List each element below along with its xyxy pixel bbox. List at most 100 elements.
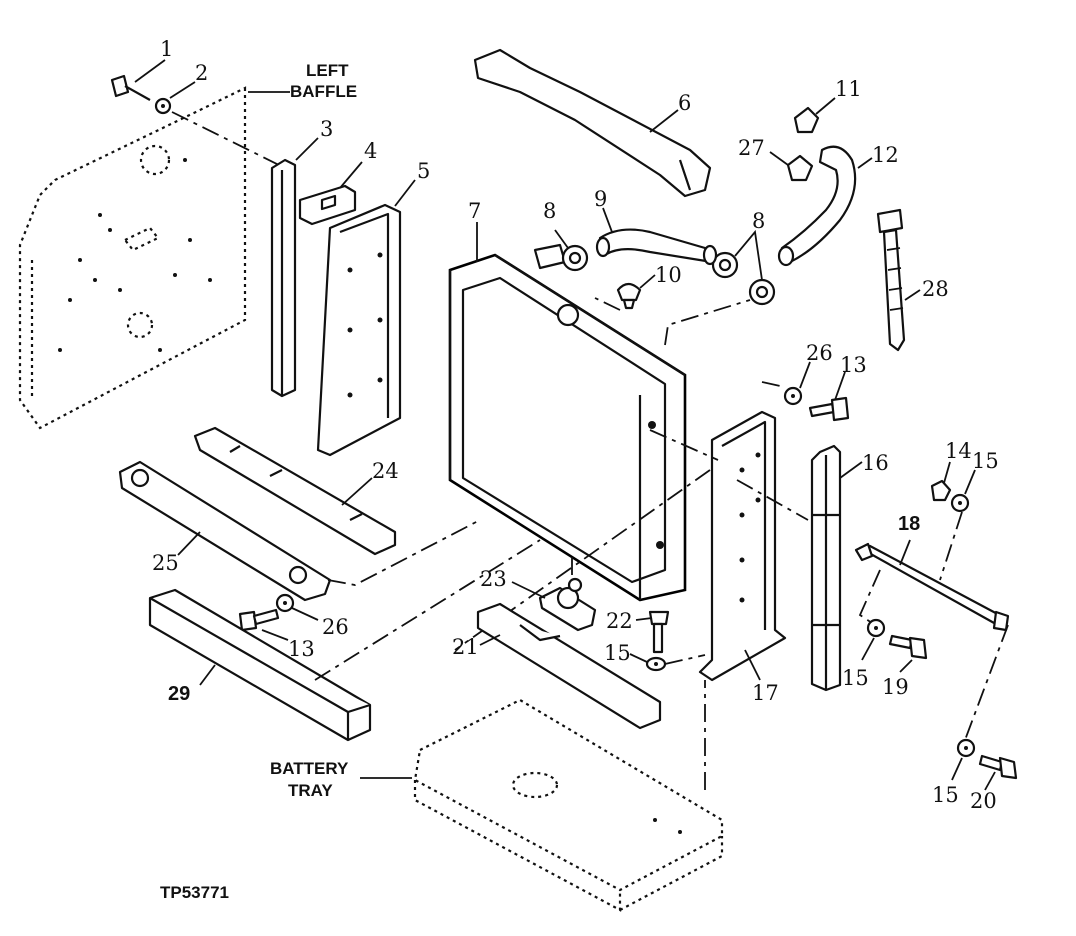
callout-15a: 15 — [972, 449, 999, 473]
leader-8a — [554, 229, 569, 249]
dash-radiator-top — [664, 299, 751, 346]
callout-4: 4 — [364, 139, 377, 163]
callout-25: 25 — [152, 551, 179, 575]
callout-21: 21 — [452, 635, 479, 659]
part-14-nut — [930, 479, 952, 502]
leader-4 — [339, 161, 363, 189]
callout-13b: 13 — [840, 353, 867, 377]
part-3-seal-strip — [270, 158, 297, 398]
leader-24 — [341, 477, 373, 506]
part-6-upper-baffle — [473, 48, 712, 198]
leader-25 — [177, 531, 201, 556]
leader-13b — [834, 371, 846, 401]
left-baffle-caption-1: LEFT — [306, 61, 349, 80]
callout-26b: 26 — [806, 341, 833, 365]
callout-11: 11 — [835, 77, 862, 101]
callout-23: 23 — [480, 567, 507, 591]
part-19-cap-screw — [888, 634, 928, 660]
part-20-cap-screw — [978, 754, 1018, 780]
callout-7: 7 — [468, 199, 481, 223]
callout-2: 2 — [195, 61, 208, 85]
leader-21 — [479, 634, 501, 646]
leader-26a — [291, 607, 319, 621]
dash-15c — [664, 654, 706, 665]
leader-18 — [899, 539, 911, 566]
callout-19: 19 — [882, 675, 909, 699]
leader-1 — [134, 59, 166, 83]
part-15-washer-a — [950, 493, 970, 513]
dash-29-radiator — [314, 539, 541, 681]
leader-14 — [943, 461, 951, 484]
callout-27: 27 — [738, 136, 765, 160]
dash-17-16 — [736, 479, 809, 521]
callout-16: 16 — [862, 451, 889, 475]
battery-tray — [413, 698, 724, 912]
leader-15d — [951, 757, 963, 781]
callout-24: 24 — [372, 459, 399, 483]
leader-16 — [839, 461, 863, 479]
leader-9 — [602, 207, 613, 233]
leader-12 — [857, 157, 873, 169]
part-8-clamp-b — [711, 251, 776, 306]
callout-15c: 15 — [604, 641, 631, 665]
part-13-cap-screw-left — [238, 608, 280, 632]
leader-17 — [744, 649, 761, 681]
part-27-clamp — [786, 154, 814, 182]
leader-15a — [964, 469, 976, 495]
dash-2-3 — [171, 111, 286, 169]
part-10-radiator-cap — [616, 282, 642, 310]
part-24-lower-seal — [193, 426, 397, 556]
part-16-seal-strip — [810, 444, 842, 692]
callout-26a: 26 — [322, 615, 349, 639]
leader-27 — [769, 151, 789, 166]
leader-8b — [734, 229, 763, 281]
part-23-drain-valve — [538, 577, 597, 632]
dash-26 — [761, 381, 781, 387]
callout-28: 28 — [922, 277, 949, 301]
callout-3: 3 — [320, 117, 333, 141]
callout-20: 20 — [970, 789, 997, 813]
callout-5: 5 — [417, 159, 430, 183]
part-21-lower-support — [476, 602, 662, 730]
left-baffle-caption-2: BAFFLE — [290, 82, 357, 101]
callout-14: 14 — [945, 439, 972, 463]
callout-17: 17 — [752, 681, 779, 705]
callout-8b: 8 — [752, 209, 765, 233]
part-13-cap-screw-right — [808, 396, 850, 422]
callout-15b: 15 — [842, 666, 869, 690]
part-22-cap-screw — [648, 610, 670, 654]
leader-26b — [799, 361, 811, 389]
part-9-hose — [595, 228, 718, 266]
callout-12: 12 — [872, 143, 899, 167]
dash-18-15b — [858, 569, 881, 626]
part-11-clamp — [793, 106, 820, 134]
callout-8a: 8 — [543, 199, 556, 223]
callout-1: 1 — [160, 37, 173, 61]
callout-6: 6 — [678, 91, 691, 115]
dash-15-18 — [939, 511, 963, 581]
part-7-radiator — [448, 243, 687, 602]
part-25-lower-bracket — [118, 460, 332, 602]
part-1-cap-screw — [110, 74, 151, 101]
leader-19 — [899, 659, 913, 673]
leader-15b — [861, 637, 875, 661]
callout-22: 22 — [606, 609, 633, 633]
part-12-hose — [777, 145, 857, 267]
leader-2 — [169, 81, 196, 99]
part-28-tie-strap — [876, 208, 906, 352]
part-18-support-rod — [854, 542, 1010, 632]
figure-id: TP53771 — [160, 883, 229, 902]
callout-29: 29 — [168, 683, 190, 705]
leader-3 — [295, 137, 319, 161]
leader-23 — [511, 581, 546, 599]
part-15-washer-c — [645, 656, 667, 672]
callout-18: 18 — [898, 513, 920, 535]
part-15-washer-d — [956, 738, 976, 758]
dash-18-15d — [964, 624, 1009, 741]
leader-28 — [904, 289, 921, 301]
left-baffle — [18, 86, 247, 430]
callout-10: 10 — [655, 263, 682, 287]
dash-radiator-17a — [649, 429, 719, 461]
leader-10 — [639, 274, 656, 289]
